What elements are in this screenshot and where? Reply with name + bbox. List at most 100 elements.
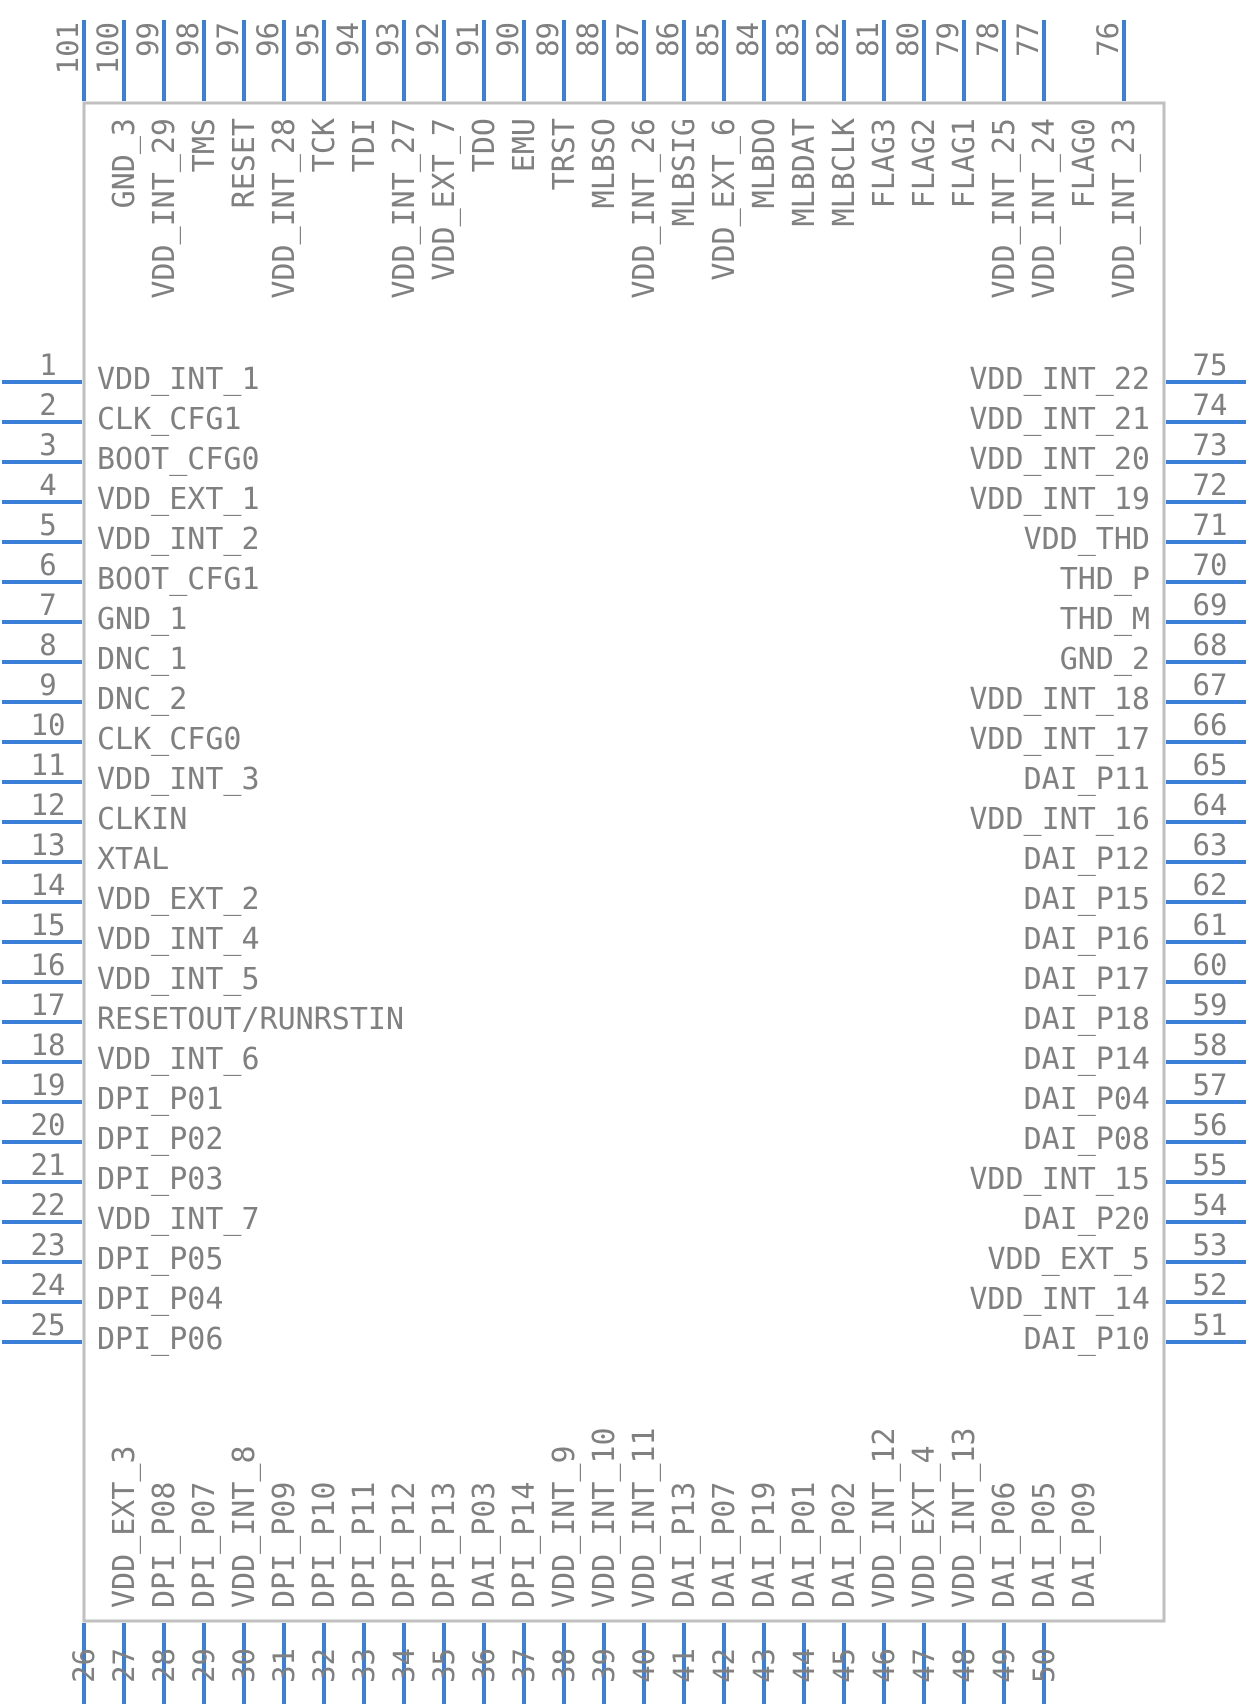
pin-number-82: 82 — [811, 22, 845, 57]
pin-number-51: 51 — [1193, 1308, 1228, 1342]
pin-label-vdd-int-1: VDD_INT_1 — [97, 362, 260, 397]
pin-label-dai-p02: DAI_P02 — [827, 1482, 862, 1608]
pin-label-dai-p18: DAI_P18 — [1024, 1002, 1150, 1037]
pin-label-vdd-int-11: VDD_INT_11 — [627, 1427, 662, 1608]
pin-label-flag0: FLAG0 — [1067, 118, 1102, 208]
pin-label-vdd-ext-3: VDD_EXT_3 — [107, 1445, 142, 1608]
pin-label-clkin: CLKIN — [97, 802, 187, 837]
pin-label-dai-p11: DAI_P11 — [1024, 762, 1150, 797]
pin-number-56: 56 — [1193, 1108, 1228, 1142]
pin-label-dai-p20: DAI_P20 — [1024, 1202, 1150, 1237]
pin-number-52: 52 — [1193, 1268, 1228, 1302]
pin-label-dai-p09: DAI_P09 — [1067, 1482, 1102, 1608]
pin-label-dai-p14: DAI_P14 — [1024, 1042, 1150, 1077]
pin-number-17: 17 — [31, 988, 66, 1022]
pin-number-94: 94 — [331, 22, 365, 57]
pin-label-vdd-int-13: VDD_INT_13 — [947, 1427, 982, 1608]
pin-number-22: 22 — [31, 1188, 66, 1222]
pin-label-vdd-int-5: VDD_INT_5 — [97, 962, 260, 997]
pin-label-boot-cfg0: BOOT_CFG0 — [97, 442, 260, 477]
pin-label-dai-p01: DAI_P01 — [787, 1482, 822, 1608]
pin-number-93: 93 — [371, 22, 405, 57]
pin-number-10: 10 — [31, 708, 66, 742]
pin-label-thd-m: THD_M — [1060, 602, 1150, 637]
pin-label-dpi-p14: DPI_P14 — [507, 1482, 542, 1608]
pin-label-vdd-int-25: VDD_INT_25 — [987, 118, 1022, 299]
pin-number-6: 6 — [39, 548, 56, 582]
pin-number-67: 67 — [1193, 668, 1228, 702]
pin-label-vdd-ext-6: VDD_EXT_6 — [707, 118, 742, 281]
pin-number-73: 73 — [1193, 428, 1228, 462]
pin-label-dpi-p03: DPI_P03 — [97, 1162, 223, 1197]
pin-number-101: 101 — [51, 22, 85, 74]
pin-number-61: 61 — [1193, 908, 1228, 942]
pin-label-vdd-ext-5: VDD_EXT_5 — [987, 1242, 1150, 1277]
pin-label-dpi-p08: DPI_P08 — [147, 1482, 182, 1608]
pin-number-24: 24 — [31, 1268, 66, 1302]
pin-number-43: 43 — [747, 1648, 781, 1683]
pin-label-vdd-int-14: VDD_INT_14 — [969, 1282, 1150, 1317]
pin-number-88: 88 — [571, 22, 605, 57]
pin-label-dnc-2: DNC_2 — [97, 682, 187, 717]
pin-label-vdd-int-17: VDD_INT_17 — [969, 722, 1150, 757]
pin-label-dnc-1: DNC_1 — [97, 642, 187, 677]
pin-label-mlbclk: MLBCLK — [827, 118, 862, 226]
pin-number-91: 91 — [451, 22, 485, 57]
pin-number-99: 99 — [131, 22, 165, 57]
pin-number-77: 77 — [1011, 22, 1045, 57]
pin-label-dai-p10: DAI_P10 — [1024, 1322, 1150, 1357]
pin-label-boot-cfg1: BOOT_CFG1 — [97, 562, 260, 597]
pin-label-tdi: TDI — [347, 118, 382, 172]
pin-number-49: 49 — [987, 1648, 1021, 1683]
pin-label-vdd-ext-1: VDD_EXT_1 — [97, 482, 260, 517]
pin-label-vdd-ext-2: VDD_EXT_2 — [97, 882, 260, 917]
pin-number-45: 45 — [827, 1648, 861, 1683]
pin-label-xtal: XTAL — [97, 842, 169, 877]
pin-label-dai-p04: DAI_P04 — [1024, 1082, 1150, 1117]
pin-number-2: 2 — [39, 388, 56, 422]
pin-label-dpi-p11: DPI_P11 — [347, 1482, 382, 1608]
pin-number-100: 100 — [91, 22, 125, 74]
pin-label-vdd-int-3: VDD_INT_3 — [97, 762, 260, 797]
pin-label-vdd-int-21: VDD_INT_21 — [969, 402, 1150, 437]
pin-number-44: 44 — [787, 1648, 821, 1683]
pin-label-mlbdo: MLBDO — [747, 118, 782, 208]
pin-number-85: 85 — [691, 22, 725, 57]
pin-label-dpi-p09: DPI_P09 — [267, 1482, 302, 1608]
pin-number-57: 57 — [1193, 1068, 1228, 1102]
pin-label-dpi-p06: DPI_P06 — [97, 1322, 223, 1357]
pin-number-98: 98 — [171, 22, 205, 57]
pin-label-dpi-p13: DPI_P13 — [427, 1482, 462, 1608]
pin-label-vdd-int-7: VDD_INT_7 — [97, 1202, 260, 1237]
pin-number-30: 30 — [227, 1648, 261, 1683]
pin-number-26: 26 — [67, 1648, 101, 1683]
pin-label-vdd-int-19: VDD_INT_19 — [969, 482, 1150, 517]
pin-number-63: 63 — [1193, 828, 1228, 862]
pin-number-25: 25 — [31, 1308, 66, 1342]
pin-label-vdd-int-26: VDD_INT_26 — [627, 118, 662, 299]
pin-label-gnd-1: GND_1 — [97, 602, 187, 637]
pin-number-18: 18 — [31, 1028, 66, 1062]
pin-number-47: 47 — [907, 1648, 941, 1683]
pin-number-15: 15 — [31, 908, 66, 942]
pin-number-62: 62 — [1193, 868, 1228, 902]
pin-label-dpi-p02: DPI_P02 — [97, 1122, 223, 1157]
pin-number-11: 11 — [31, 748, 66, 782]
pin-number-87: 87 — [611, 22, 645, 57]
pin-number-41: 41 — [667, 1648, 701, 1683]
pin-number-64: 64 — [1193, 788, 1228, 822]
pin-label-dpi-p07: DPI_P07 — [187, 1482, 222, 1608]
pin-label-vdd-ext-7: VDD_EXT_7 — [427, 118, 462, 281]
pin-label-dai-p19: DAI_P19 — [747, 1482, 782, 1608]
pin-label-dai-p16: DAI_P16 — [1024, 922, 1150, 957]
pin-label-mlbso: MLBSO — [587, 118, 622, 208]
pin-label-vdd-thd: VDD_THD — [1024, 522, 1150, 557]
pin-number-54: 54 — [1193, 1188, 1228, 1222]
pin-number-46: 46 — [867, 1648, 901, 1683]
pin-number-31: 31 — [267, 1648, 301, 1683]
pin-number-78: 78 — [971, 22, 1005, 57]
pin-number-33: 33 — [347, 1648, 381, 1683]
pin-label-vdd-int-8: VDD_INT_8 — [227, 1445, 262, 1608]
